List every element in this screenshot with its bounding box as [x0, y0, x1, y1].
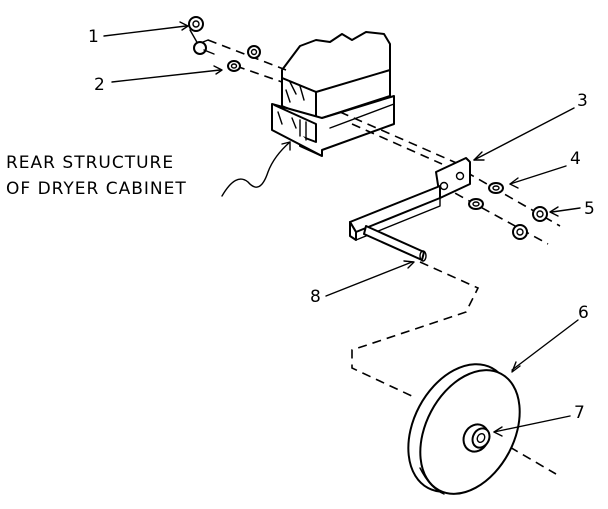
- callout-2: 2: [94, 75, 105, 95]
- callout-8: 8: [310, 287, 321, 307]
- callout-5: 5: [584, 199, 595, 219]
- callout-3: 3: [577, 91, 588, 111]
- cabinet-caption: REAR STRUCTURE OF DRYER CABINET: [6, 153, 187, 199]
- washer-2: [227, 45, 261, 72]
- callout-labels: 1 2 3 4 5 6 7 8: [88, 27, 595, 423]
- nut-5: [512, 206, 548, 240]
- washer-4: [468, 182, 504, 210]
- callout-7: 7: [574, 403, 585, 423]
- callout-6: 6: [578, 303, 589, 323]
- dryer-cabinet-structure: [271, 31, 395, 157]
- screw-1: [188, 16, 215, 55]
- caption-line-1: REAR STRUCTURE: [6, 153, 174, 173]
- idler-pulley-6: [407, 363, 521, 495]
- leader-lines: [103, 21, 581, 437]
- caption-line-2: OF DRYER CABINET: [6, 179, 187, 199]
- bracket-3: [349, 157, 471, 241]
- hub-7: [462, 423, 491, 453]
- shaft-8: [363, 225, 427, 262]
- callout-4: 4: [570, 149, 581, 169]
- callout-1: 1: [88, 27, 99, 47]
